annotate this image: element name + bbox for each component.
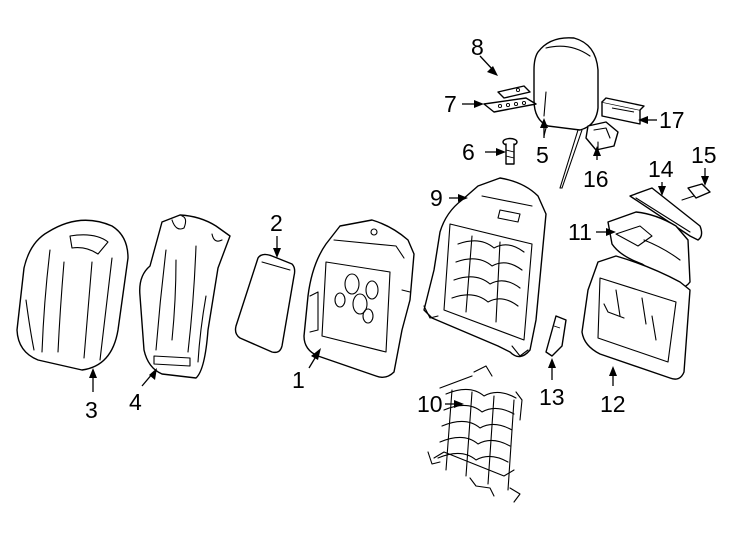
part-13-small-cover [545,315,567,357]
callout-6: 6 [462,139,475,165]
part-2-panel [234,253,296,354]
callout-3: 3 [85,397,98,423]
part-14-trim-strip [629,187,703,241]
callout-17: 17 [659,107,685,133]
callout-15: 15 [691,142,717,168]
callout-14: 14 [648,156,674,182]
callout-11: 11 [568,219,592,245]
callout-9: 9 [430,185,443,211]
callout-13: 13 [539,384,565,410]
part-6-bolt [502,137,518,165]
callout-2: 2 [270,210,283,236]
callout-16: 16 [583,166,609,192]
callout-leaders [89,55,709,408]
part-4-seat-back-pad [139,214,231,379]
callout-5: 5 [536,142,549,168]
part-3-seat-back-cover [16,219,129,371]
part-7-bracket [483,97,537,113]
part-17-switch [601,97,645,125]
callout-12: 12 [600,391,626,417]
part-15-connector [681,183,711,201]
part-10-spring-mat [427,365,523,503]
part-8-plate [497,85,531,99]
part-12-back-panel [581,255,691,380]
part-16-guide [585,121,619,151]
part-9-frame [423,177,547,358]
callout-8: 8 [471,34,484,60]
part-1-seat-back-frame [303,219,415,379]
callout-1: 1 [292,367,305,393]
callout-4: 4 [129,389,142,415]
callout-10: 10 [417,391,443,417]
callout-7: 7 [444,91,457,117]
